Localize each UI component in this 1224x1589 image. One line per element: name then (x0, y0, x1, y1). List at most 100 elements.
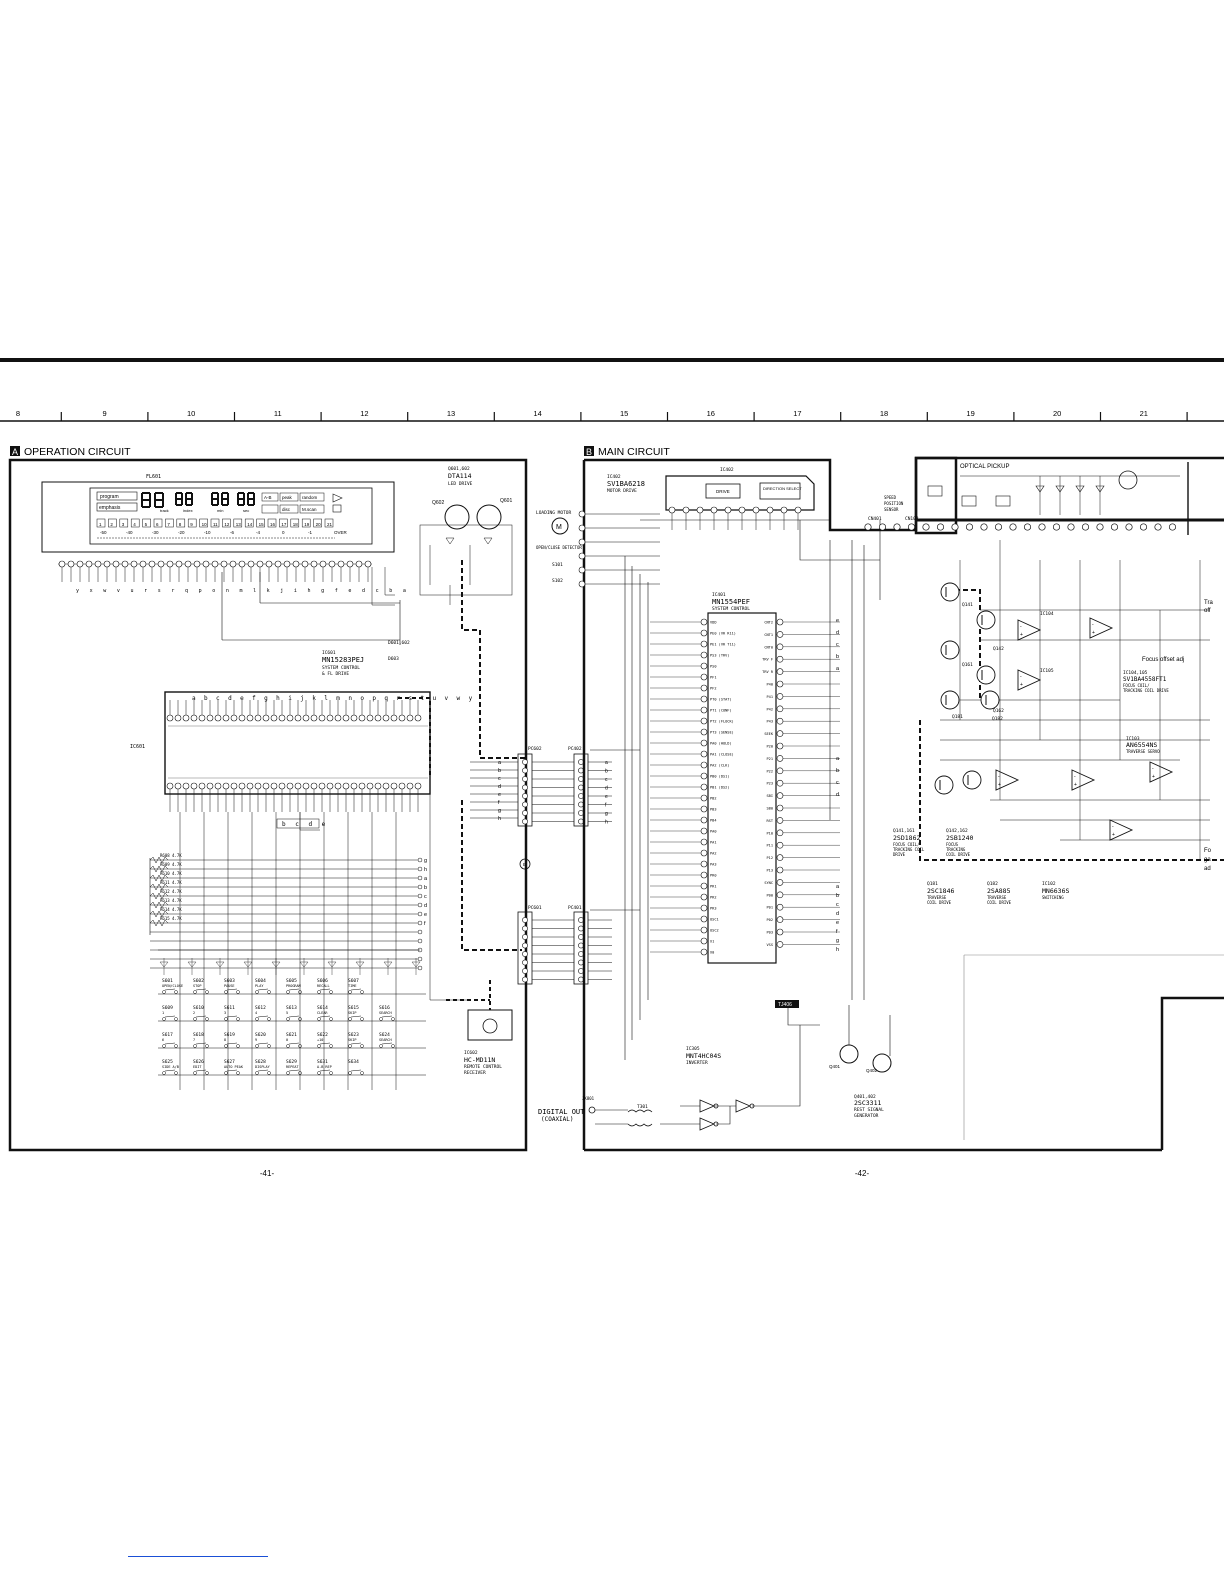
svg-text:R612 4.7K: R612 4.7K (160, 889, 182, 894)
speed-sensor-1: SPEED (884, 495, 897, 500)
svg-text:X1: X1 (710, 940, 714, 944)
svg-text:R609 4.7K: R609 4.7K (160, 862, 182, 867)
ic102-part: MN6636S (1042, 887, 1069, 895)
q182-ref: Q182 (987, 881, 998, 887)
column-number: 16 (707, 409, 715, 418)
display-pin-row (58, 560, 372, 568)
display-pin (247, 560, 255, 568)
display-pin (364, 560, 372, 568)
scale-label: -10 (204, 530, 211, 535)
display-pin (202, 560, 210, 568)
bcde-labels: b c d e (282, 821, 328, 828)
track-number: 16 (270, 522, 276, 527)
ic103-ref: IC103 (1126, 736, 1140, 742)
page-number-42: -42- (855, 1169, 870, 1178)
svg-text:-: - (998, 774, 1000, 780)
transistor-q601 (476, 504, 502, 530)
svg-text:R611 4.7K: R611 4.7K (160, 880, 182, 885)
scale-label: -40 (126, 530, 133, 535)
svg-text:a: a (424, 876, 428, 882)
switch-ref: S629 (286, 1059, 297, 1065)
unit-sec: sec (243, 508, 249, 513)
display-pin (301, 560, 309, 568)
ic305-part: MNT4HC04S (686, 1052, 721, 1060)
svg-text:d: d (424, 903, 427, 909)
switch-label: RECALL (317, 984, 330, 988)
svg-text:b: b (836, 654, 839, 660)
svg-text:PF2: PF2 (710, 687, 717, 691)
ic601-pin-letters: a b c d e f g h i j k l m n o p q r s t … (192, 695, 475, 702)
svg-text:PR2: PR2 (710, 896, 717, 900)
svg-text:-: - (1152, 766, 1154, 772)
svg-text:PA0: PA0 (710, 830, 717, 834)
switch-label: STOP (193, 984, 201, 988)
svg-text:a: a (836, 884, 840, 890)
svg-text:PA2: PA2 (710, 852, 717, 856)
section-b-badge: B (586, 447, 592, 457)
q142-162-desc2: TRACKING (946, 847, 966, 852)
unit-min: min (217, 508, 223, 513)
svg-text:-: - (1020, 624, 1022, 630)
column-number: 13 (447, 409, 455, 418)
svg-text:P41: P41 (767, 695, 774, 699)
coaxial-jack[interactable] (588, 1106, 596, 1114)
switch-label: 8 (224, 1038, 226, 1042)
svg-text:PB4: PB4 (710, 819, 717, 823)
q182-desc2: COIL DRIVE (987, 900, 1012, 905)
transistor-label: Q162 (993, 708, 1004, 714)
switch-ref: S616 (379, 1005, 390, 1011)
inverter-gates (699, 1099, 755, 1131)
display-pin (328, 560, 336, 568)
track-number: 4 (133, 522, 136, 527)
ic104-label: IC104 (1040, 611, 1054, 617)
switch-label: A-B REP (317, 1065, 332, 1069)
svg-text:PE0 (VR R11): PE0 (VR R11) (710, 632, 736, 636)
svg-text:PR3: PR3 (710, 907, 717, 911)
track-number: 12 (224, 522, 230, 527)
footer-link-underline[interactable] (128, 1556, 268, 1557)
edge-label-tra: Tra (1204, 600, 1213, 606)
svg-text:R614 4.7K: R614 4.7K (160, 907, 182, 912)
svg-text:c: c (605, 777, 608, 783)
display-pin (121, 560, 129, 568)
svg-text:PA1 (CLOSE): PA1 (CLOSE) (710, 753, 734, 757)
svg-text:h: h (605, 820, 608, 826)
svg-text:PB2: PB2 (710, 797, 717, 801)
switch-ref: S626 (193, 1059, 204, 1065)
svg-text:PS3 (TRV): PS3 (TRV) (710, 654, 729, 658)
svg-text:PR1: PR1 (710, 885, 717, 889)
switch-ref: S634 (348, 1059, 359, 1065)
track-number: 10 (202, 522, 208, 527)
svg-text:PE1 (VR T11): PE1 (VR T11) (710, 643, 736, 647)
svg-text:h: h (424, 867, 427, 873)
svg-text:e: e (424, 912, 427, 918)
column-number: 18 (880, 409, 888, 418)
switch-ref: S617 (162, 1032, 173, 1038)
display-pin (355, 560, 363, 568)
svg-text:CNT1: CNT1 (764, 633, 773, 637)
svg-text:R613 4.7K: R613 4.7K (160, 898, 182, 903)
loading-motor-symbol (551, 517, 569, 535)
pc602-label: PC602 (528, 746, 542, 752)
transistor-label: Q161 (962, 662, 973, 668)
q402-label: Q402 (866, 1068, 878, 1073)
q401-402-desc1: REST SIGNAL (854, 1107, 884, 1113)
servo-opamps: -+-+-+-+-+-+-+ (995, 617, 1174, 841)
switch-label: OPEN/CLOSE (162, 984, 183, 988)
ic601-pins (166, 700, 428, 812)
switch-ref: S605 (286, 978, 297, 984)
ic401-body (707, 612, 777, 964)
switch-label: 0 (286, 1038, 288, 1042)
track-number: 17 (281, 522, 287, 527)
q401-402-ref: Q401,402 (854, 1094, 876, 1100)
display-pin (94, 560, 102, 568)
track-number: 19 (304, 522, 310, 527)
svg-text:+: + (1092, 630, 1095, 636)
svg-text:+: + (1112, 832, 1115, 838)
switch-ref: S631 (317, 1059, 328, 1065)
remote-receiver (467, 1009, 513, 1041)
display-pin (193, 560, 201, 568)
svg-text:a: a (836, 666, 840, 672)
edge-label-fo: Fo (1204, 848, 1212, 854)
